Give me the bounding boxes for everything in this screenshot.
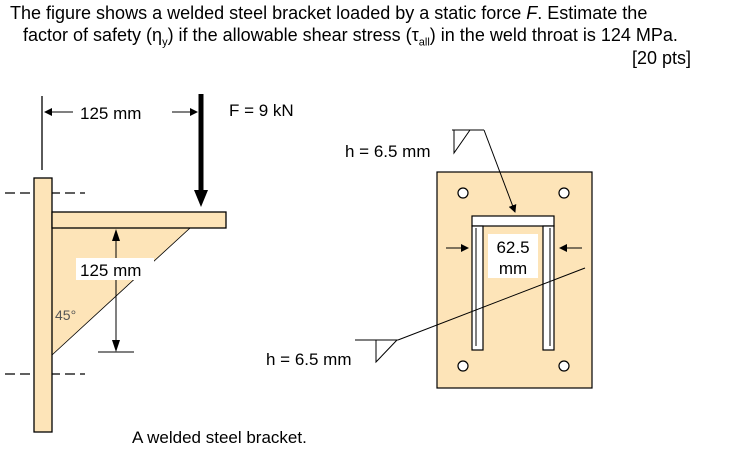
figure-caption: A welded steel bracket.	[132, 428, 307, 447]
weld-symbol-top-fillet	[453, 129, 471, 155]
gap-value: 62.5	[496, 238, 529, 257]
dim-vertical-label-bg	[76, 258, 154, 280]
problem-line-1: The figure shows a welded steel bracket …	[10, 2, 750, 24]
dim-horizontal-label: 125 mm	[80, 104, 141, 123]
problem-text-2c: ) in the weld throat is 124 MPa.	[429, 25, 678, 45]
gusset-weld-area	[51, 227, 192, 356]
side-view: 125 mm F = 9 kN 125 mm 45°	[5, 94, 294, 433]
gap-label-bg	[488, 234, 538, 278]
dim-vertical-label: 125 mm	[80, 261, 141, 280]
force-label: F = 9 kN	[229, 101, 294, 120]
points-label: [20 pts]	[631, 48, 691, 68]
force-arrow-head	[194, 190, 208, 207]
problem-text-1b: . Estimate the	[537, 3, 648, 23]
bolt-hole-bottom-right	[558, 360, 570, 372]
force-symbol: F	[526, 3, 538, 23]
tau-subscript: all	[418, 36, 430, 49]
problem-line-2: factor of safety (ηy) if the allowable s…	[10, 24, 750, 54]
bolt-hole-bottom-left	[457, 360, 469, 372]
gap-unit: mm	[499, 259, 527, 278]
problem-text-2a: factor of safety (η	[23, 25, 163, 45]
channel-top	[471, 215, 555, 227]
vertical-plate	[33, 177, 53, 433]
dim-vertical-arrow-bottom	[112, 340, 120, 352]
problem-statement: The figure shows a welded steel bracket …	[10, 2, 750, 54]
channel-right-leg	[542, 225, 555, 351]
front-view: 62.5 mm h = 6.5 mm h = 6.5 mm	[266, 129, 593, 389]
horizontal-arm	[51, 211, 227, 229]
weld-symbol-bottom-fillet	[375, 339, 398, 364]
bolt-hole-top-right	[558, 187, 570, 199]
weld-top-label: h = 6.5 mm	[345, 142, 431, 161]
bolt-hole-top-left	[457, 187, 469, 199]
problem-text-1a: The figure shows a welded steel bracket …	[10, 3, 527, 23]
weld-symbol-top-leader	[483, 129, 517, 213]
dim-vertical-arrow-top	[112, 229, 120, 241]
angle-label: 45°	[55, 307, 76, 323]
weld-symbol-bottom-leader	[397, 267, 586, 341]
eta-subscript: y	[162, 36, 168, 49]
channel-left-leg	[471, 225, 484, 351]
base-plate	[436, 171, 593, 389]
weld-bottom-label: h = 6.5 mm	[266, 350, 352, 369]
problem-text-2b: ) if the allowable shear stress (τ	[167, 25, 419, 45]
